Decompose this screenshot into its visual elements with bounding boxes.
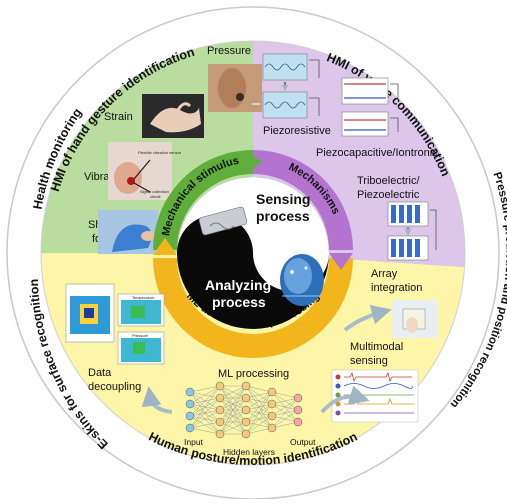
sensing-process-title: Sensing: [256, 191, 310, 207]
nn-connection: [189, 385, 221, 417]
label-piezocapacitive: Piezocapacitive/Iontronic: [316, 147, 438, 159]
vibration-photo: Flexible vibration sensor Signal collect…: [108, 142, 182, 200]
label-pressure: Pressure: [207, 45, 251, 57]
analyzing-process-title: Analyzing: [205, 277, 271, 293]
nn-node: [293, 393, 303, 403]
nn-connection: [271, 409, 299, 429]
label-integration: integration: [371, 282, 422, 294]
label-output: Output: [290, 437, 316, 447]
sensing-process-subtitle: process: [256, 208, 310, 224]
nn-node: [293, 417, 303, 427]
nn-connection: [271, 397, 299, 429]
nn-node: [215, 429, 225, 439]
nn-connection: [189, 385, 221, 429]
nn-connection: [219, 385, 247, 399]
nn-connection: [189, 409, 221, 429]
array-photo: [392, 300, 438, 338]
nn-connection: [189, 385, 221, 405]
yin-yang: [177, 177, 329, 329]
nn-node: [241, 429, 251, 439]
analyzing-process-subtitle: process: [212, 294, 266, 310]
nn-connection: [219, 385, 247, 423]
svg-text:Pressure: Pressure: [132, 333, 149, 338]
triboelectric-diagram: [387, 201, 437, 261]
nn-connection: [219, 409, 247, 435]
nn-connection: [189, 421, 221, 429]
nn-node: [185, 423, 195, 433]
svg-text:Signal collection: Signal collection: [140, 189, 169, 194]
svg-text:Temperature: Temperature: [132, 295, 155, 300]
nn-node: [267, 387, 277, 397]
arrow-to-decoupling: [141, 386, 173, 414]
nn-node: [241, 417, 251, 427]
multimodal-signals: [331, 369, 419, 423]
label-triboelectric: Triboelectric/: [357, 175, 420, 187]
nn-node: [185, 387, 195, 397]
nn-connection: [271, 397, 299, 417]
label-piezoresistive: Piezoresistive: [263, 125, 331, 137]
nn-connection: [219, 385, 247, 411]
nn-connection: [245, 415, 273, 435]
nn-connection: [245, 391, 273, 399]
svg-text:Flexible vibration sensor: Flexible vibration sensor: [138, 150, 182, 155]
shear-photo: [98, 210, 158, 254]
svg-text:circuit: circuit: [150, 194, 161, 199]
label-sensing: sensing: [350, 355, 388, 367]
label-piezoelectric: Piezoelectric: [357, 189, 420, 201]
nn-connection: [219, 397, 247, 435]
nn-connection: [245, 391, 273, 423]
nn-node: [267, 411, 277, 421]
nn-connection: [219, 421, 247, 435]
nn-connection: [245, 427, 273, 435]
nn-node: [185, 411, 195, 421]
piezoresistive-diagram: [262, 53, 320, 119]
nn-node: [267, 399, 277, 409]
sensor-chip-icon: [198, 206, 248, 236]
data-decoupling-heatmaps: Temperature Pressure: [65, 283, 165, 365]
label-hidden-layers: Hidden layers: [223, 447, 275, 457]
inner-border: [40, 40, 466, 466]
pressure-photo: [208, 64, 262, 112]
nn-node: [267, 423, 277, 433]
label-strain: Strain: [104, 111, 133, 123]
nn-connection: [189, 397, 221, 429]
label-input: Input: [184, 437, 204, 447]
label-array: Array: [371, 268, 398, 280]
center-arc-ring: [153, 150, 353, 358]
nn-connection: [245, 385, 273, 393]
nn-connection: [245, 403, 273, 435]
label-decoupling: decoupling: [88, 381, 141, 393]
piezocapacitive-diagram: [341, 77, 399, 137]
arrow-to-multimodal: [320, 385, 370, 414]
nn-node: [185, 399, 195, 409]
nn-connection: [219, 385, 247, 435]
nn-connection: [245, 391, 273, 435]
nn-connection: [189, 385, 221, 393]
nn-connection: [271, 391, 299, 399]
nn-node: [215, 417, 225, 427]
strain-photo: [142, 94, 204, 138]
ai-head-icon: [280, 254, 324, 306]
nn-node: [293, 405, 303, 415]
neural-network-diagram: [185, 381, 303, 439]
nn-connection: [245, 391, 273, 411]
label-data: Data: [88, 367, 112, 379]
nn-node: [215, 405, 225, 415]
nn-connection: [271, 397, 299, 405]
nn-node: [215, 381, 225, 391]
nn-node: [215, 393, 225, 403]
nn-node: [241, 393, 251, 403]
nn-connection: [189, 427, 221, 435]
arrow-to-array: [343, 304, 392, 332]
nn-connection: [271, 421, 299, 429]
label-multimodal: Multimodal: [350, 341, 403, 353]
label-ml-processing: ML processing: [218, 368, 289, 380]
nn-node: [241, 405, 251, 415]
nn-node: [241, 381, 251, 391]
